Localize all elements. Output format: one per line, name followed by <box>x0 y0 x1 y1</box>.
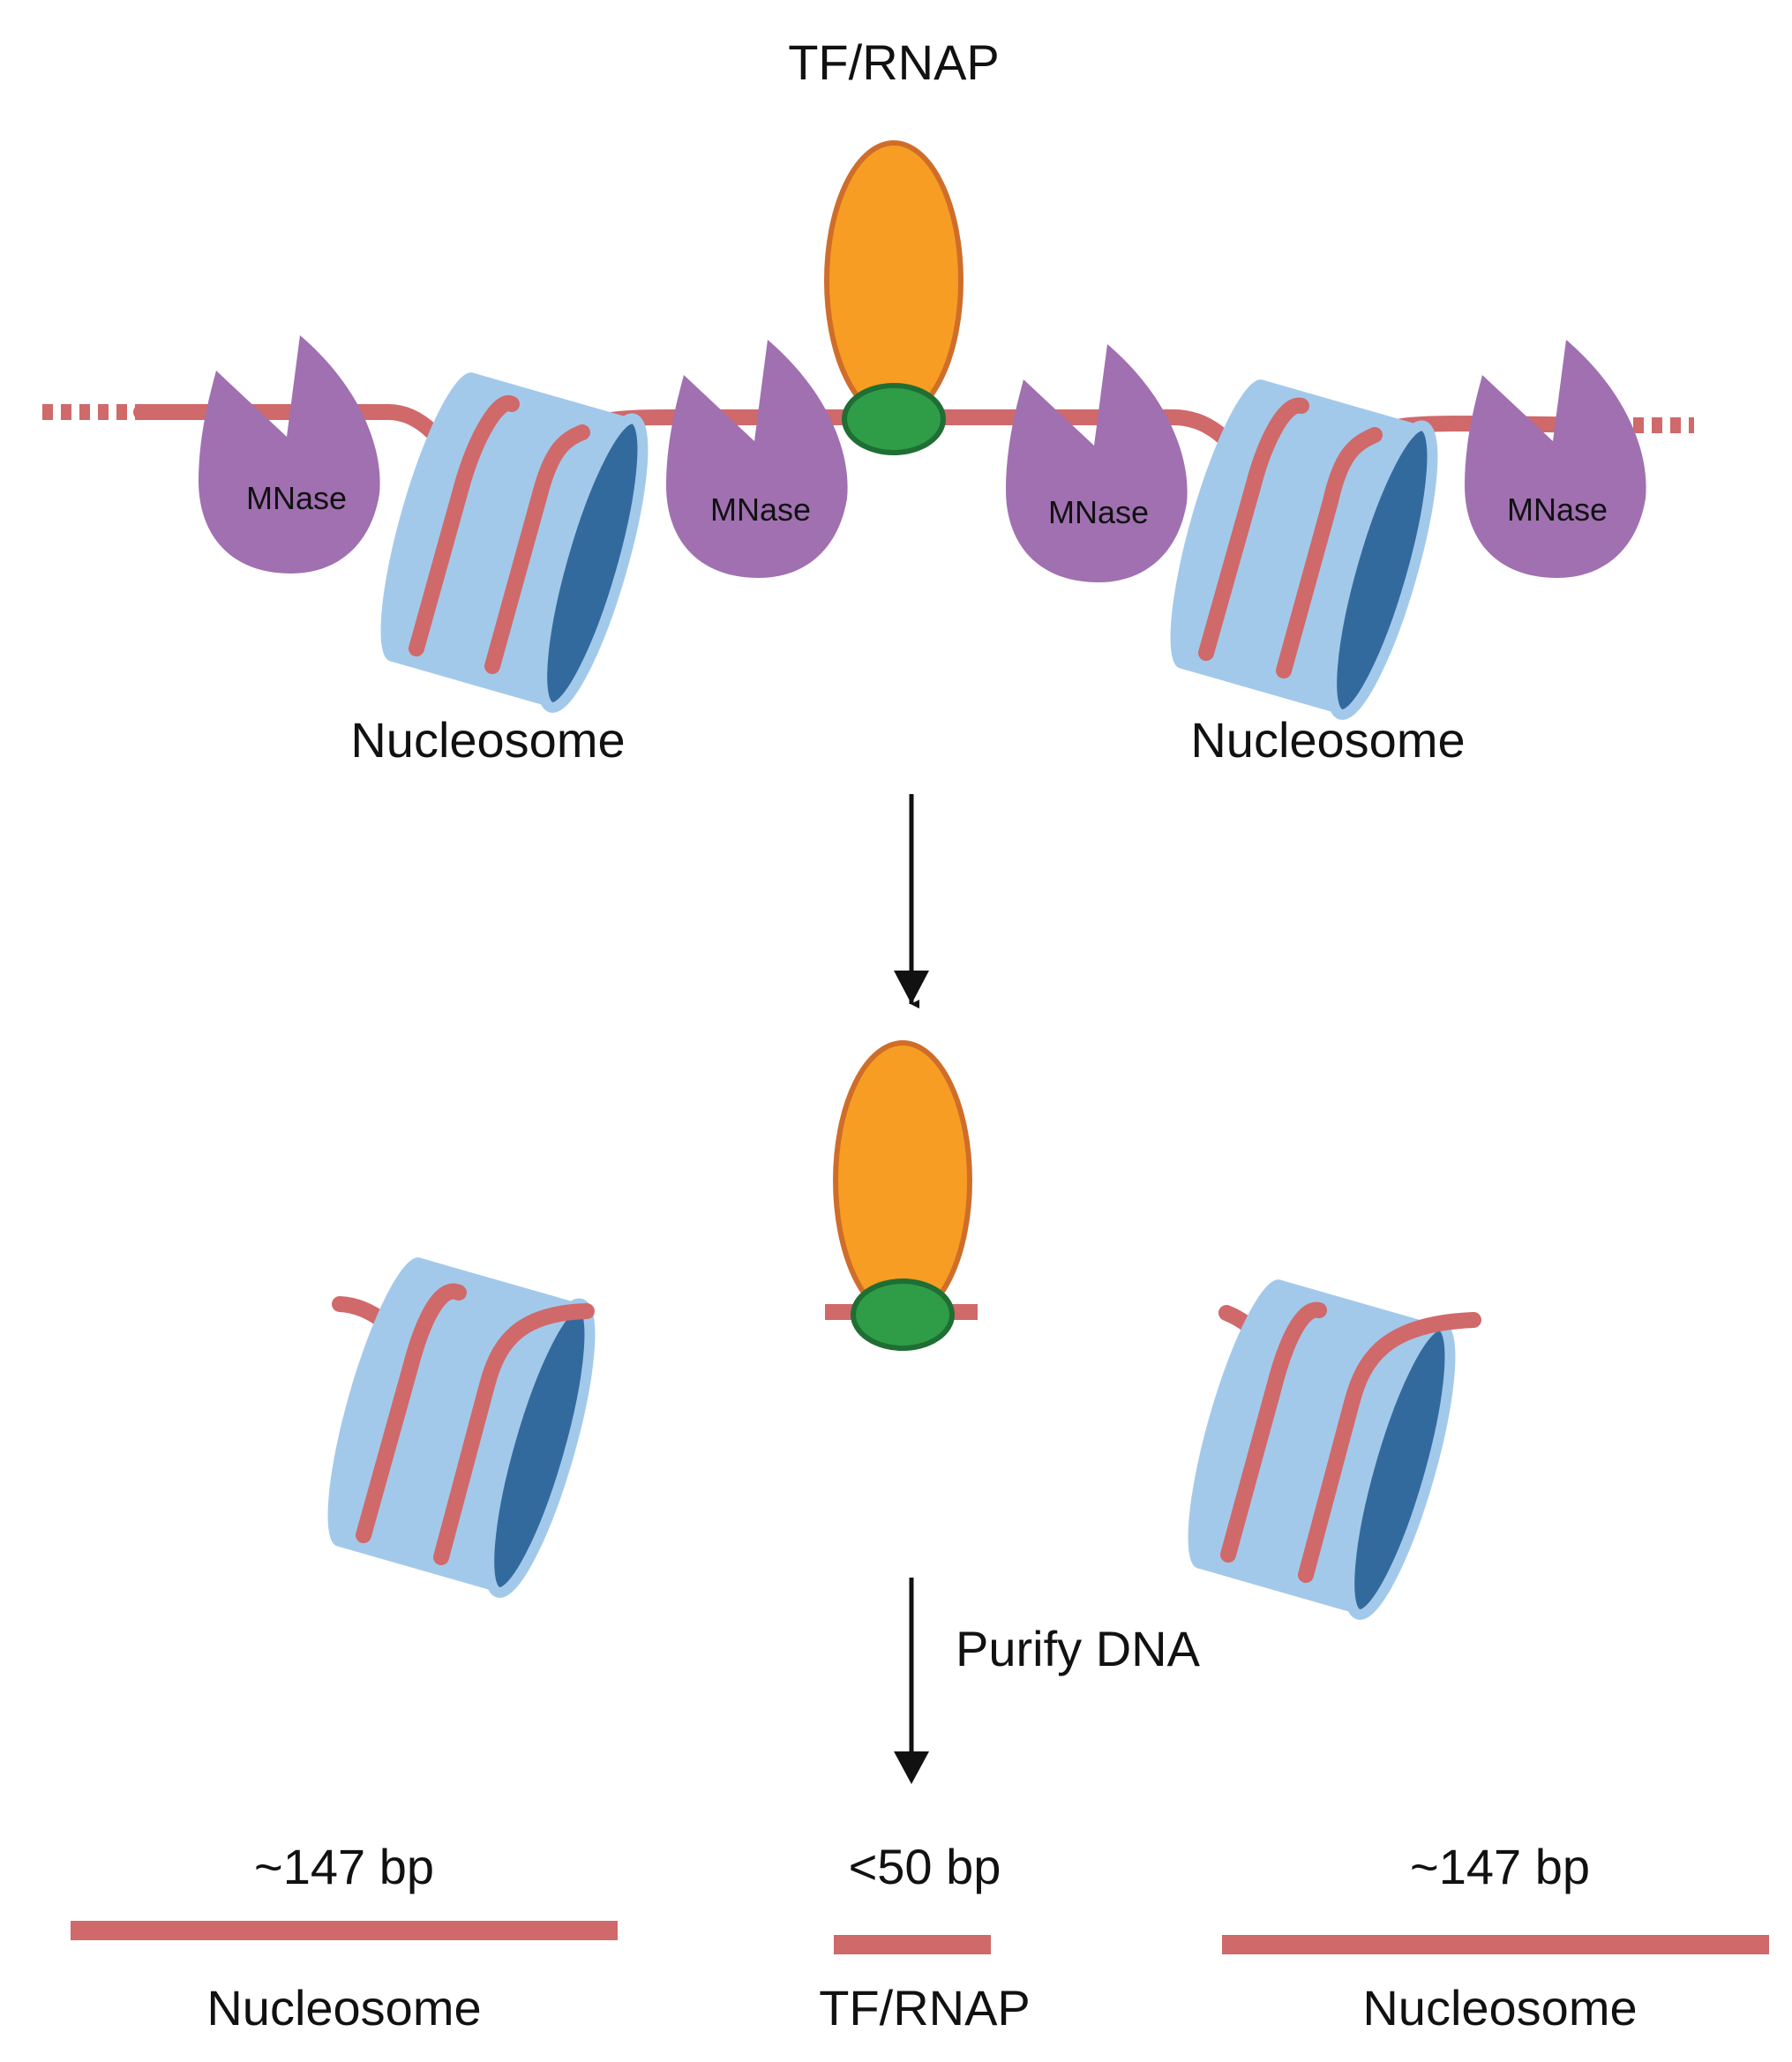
mnase-label-3: MNase <box>1048 494 1149 530</box>
dna-fragment-mid <box>834 1935 991 1954</box>
arrow-digest-head <box>894 971 929 1004</box>
dna-fragment-left <box>71 1921 618 1940</box>
dna-wrap-top-left-2 <box>484 424 590 674</box>
size-label-left: ~147 bp <box>254 1839 434 1894</box>
dna-wrap-mid-left-1 <box>356 1283 467 1543</box>
mnase-label-4: MNase <box>1507 491 1608 528</box>
dna-fragment-right <box>1222 1935 1769 1954</box>
dna-wrap-top-right-2 <box>1276 427 1383 679</box>
binding-mid-icon <box>851 1278 955 1351</box>
dna-wrap-top-right-1 <box>1198 397 1309 661</box>
mnase-label-1: MNase <box>246 480 347 516</box>
size-label-mid: <50 bp <box>849 1839 1001 1894</box>
nucleosome-label-left: Nucleosome <box>350 712 625 768</box>
mnase-icon-1 <box>199 335 380 574</box>
purify-label: Purify DNA <box>956 1621 1201 1676</box>
mnase-icon-3 <box>1006 344 1188 582</box>
bottom-label-mid: TF/RNAP <box>819 1980 1031 2036</box>
dna-wrap-mid-left-2 <box>433 1303 595 1565</box>
arrow-purify-head <box>894 1751 929 1784</box>
top-tf-label: TF/RNAP <box>788 34 1000 90</box>
dna-wrap-top-left-1 <box>409 395 520 656</box>
binding-top-icon <box>842 383 946 455</box>
mnase-icon-2 <box>666 340 848 578</box>
dna-wrap-mid-right-1 <box>1220 1301 1327 1563</box>
bottom-label-left: Nucleosome <box>206 1980 481 2036</box>
mnase-icon-4 <box>1465 340 1646 578</box>
mnase-label-2: MNase <box>710 491 811 528</box>
nucleosome-label-right: Nucleosome <box>1190 712 1465 768</box>
size-label-right: ~147 bp <box>1410 1839 1590 1894</box>
tf-top-icon <box>824 140 963 421</box>
bottom-label-right: Nucleosome <box>1362 1980 1637 2036</box>
dna-wrap-mid-right-2 <box>1298 1312 1481 1583</box>
tf-mid-icon <box>833 1040 972 1321</box>
